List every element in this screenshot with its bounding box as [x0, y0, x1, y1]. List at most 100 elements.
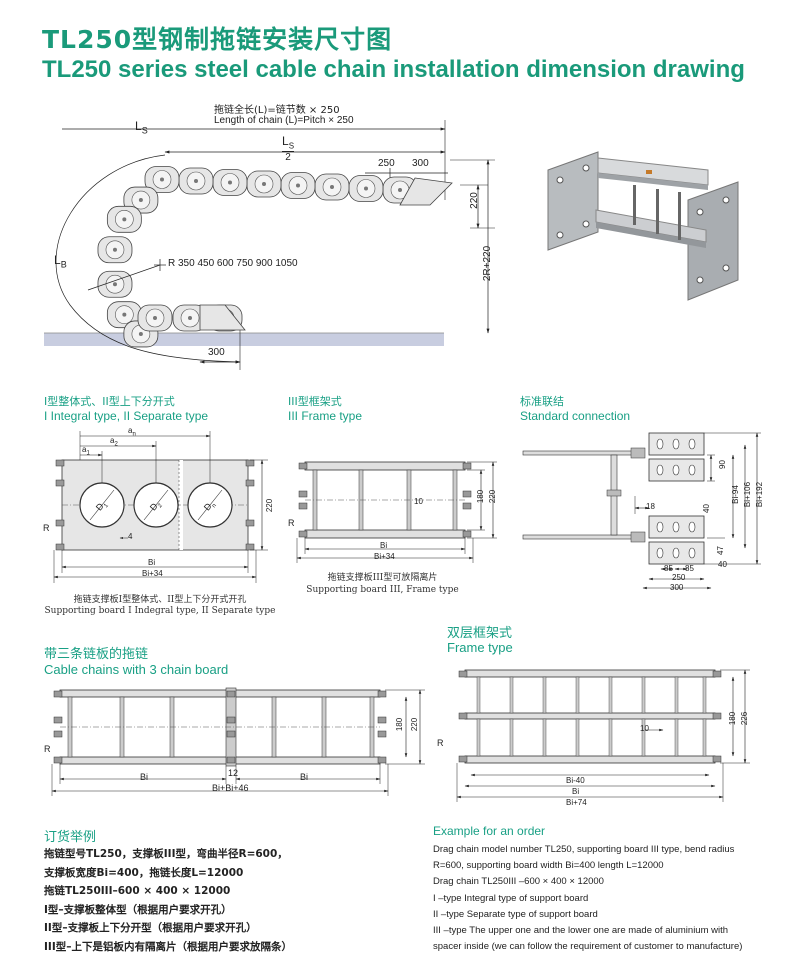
- bolt: [53, 690, 63, 698]
- chain-link-pin: [262, 182, 266, 186]
- length-formula-cn: 拖链全长(L)=链节数 × 250: [214, 105, 340, 116]
- caption-integral-en: Supporting board I Indegral type, II Sep…: [44, 606, 276, 616]
- chain-link-pin: [296, 183, 300, 188]
- dim-bi106: Bi+106: [743, 481, 753, 508]
- order-en-line: II –type Separate type of support board: [433, 908, 598, 920]
- order-cn-title: 订货举例: [44, 830, 97, 845]
- mount-hole: [672, 464, 680, 476]
- dim-2r220: 2R+220: [482, 245, 494, 282]
- dim-10-frame: 10: [414, 497, 423, 506]
- bolt: [462, 490, 472, 498]
- integral-board-drawing: [53, 431, 268, 583]
- spacer-bar: [575, 718, 580, 757]
- dim-85-a: 85: [664, 564, 673, 573]
- chain-link-pin: [122, 312, 127, 317]
- section-frame-title-en: III Frame type: [288, 409, 363, 423]
- bolt: [462, 502, 472, 510]
- bolt: [55, 479, 65, 487]
- chain-link-pin: [138, 198, 143, 203]
- spacer-bar: [509, 676, 514, 714]
- bolt: [298, 502, 308, 510]
- order-en-line: R=600, supporting board width Bi=400 len…: [433, 860, 664, 872]
- section-three-title-cn: 带三条链板的拖链: [44, 647, 149, 662]
- dim-12: 12: [228, 768, 239, 778]
- section-integral-title-cn: I型整体式、II型上下分开式: [44, 395, 175, 408]
- chain-link-pin: [330, 185, 334, 189]
- chain-link-pin: [194, 179, 198, 183]
- label-a2: a2: [110, 436, 118, 448]
- bracket-3d-illustration: [547, 151, 739, 301]
- section-standard-title-cn: 标准联结: [520, 395, 564, 408]
- bolt: [53, 730, 63, 738]
- spacer-bar: [575, 676, 580, 714]
- spacer-bar: [476, 676, 481, 714]
- chain-link-pin: [160, 177, 164, 182]
- bolt: [226, 716, 236, 724]
- bolt: [245, 479, 255, 487]
- order-en-line: I –type Integral type of support board: [433, 892, 589, 904]
- order-en-lines: Drag chain model number TL250, supportin…: [433, 842, 742, 955]
- bolt: [53, 756, 63, 764]
- bolt: [245, 519, 255, 527]
- standard-connection-drawing: [522, 432, 761, 590]
- dim-85-b: 85: [685, 564, 694, 573]
- ls-label: LS: [135, 119, 148, 136]
- spacer-bar: [608, 676, 613, 714]
- bolt: [298, 530, 308, 538]
- dim-220-integral: 220: [265, 498, 275, 513]
- bi40-double: Bi-40: [566, 776, 585, 785]
- order-en-line: III –type The upper one and the lower on…: [433, 925, 729, 937]
- mount-hole: [688, 438, 696, 450]
- bolt: [712, 755, 722, 763]
- caption-integral-cn: 拖链支撑板I型整体式、II型上下分开式开孔: [73, 595, 247, 605]
- spacer-bar: [702, 718, 707, 757]
- mount-hole: [656, 464, 664, 476]
- total-three: Bi+Bi+46: [212, 783, 249, 793]
- bolt: [226, 730, 236, 738]
- dim-bi94: Bi-94: [730, 485, 740, 504]
- bolt: [462, 462, 472, 470]
- r-integral: R: [43, 523, 50, 533]
- bolt: [55, 519, 65, 527]
- spacer-bar: [476, 718, 481, 757]
- dim-300-top: 300: [412, 158, 429, 169]
- mount-hole: [688, 547, 696, 559]
- r-frame: R: [288, 518, 295, 528]
- dim-40-upper: 40: [701, 504, 711, 513]
- page-title-cn: TL250型钢制拖链安装尺寸图: [42, 25, 393, 54]
- bi-right-three: Bi: [300, 772, 309, 782]
- chain-link-pin: [122, 217, 127, 222]
- dim-220-frame: 220: [488, 489, 498, 504]
- chain-link-pin: [188, 316, 192, 320]
- bolt: [458, 670, 468, 678]
- end-bracket-top: [399, 177, 453, 206]
- dim-40-lower: 40: [718, 560, 727, 569]
- section-standard-title-en: Standard connection: [520, 409, 631, 423]
- bi34-frame: Bi+34: [374, 552, 395, 561]
- order-cn-line: 拖链TL250III–600 × 400 × 12000: [44, 885, 231, 898]
- bolt: [712, 670, 722, 678]
- bi34-integral: Bi+34: [142, 569, 163, 578]
- bi74-double: Bi+74: [566, 798, 587, 807]
- caption-frame-en: Supporting board III, Frame type: [306, 585, 459, 595]
- dim-300-std: 300: [670, 583, 684, 592]
- bi-left-three: Bi: [140, 772, 149, 782]
- spacer-bar: [542, 676, 547, 714]
- dim-220: 220: [468, 192, 480, 209]
- order-en-line: Drag chain model number TL250, supportin…: [433, 844, 735, 855]
- bolt: [458, 755, 468, 763]
- chain-link-pin: [153, 316, 157, 320]
- chain-link-pin: [112, 282, 117, 287]
- label-an: an: [128, 426, 136, 438]
- order-en-title: Example for an order: [433, 824, 546, 838]
- chain-link-pin: [228, 180, 232, 185]
- bolt: [377, 756, 387, 764]
- spacer-bar: [542, 718, 547, 757]
- three-board-drawing: [51, 687, 425, 796]
- chain-link-pin: [138, 331, 143, 336]
- mount-hole: [656, 438, 664, 450]
- lb-label: LB: [54, 253, 67, 270]
- bolt: [712, 712, 722, 720]
- bolt: [55, 459, 65, 467]
- bolt: [377, 690, 387, 698]
